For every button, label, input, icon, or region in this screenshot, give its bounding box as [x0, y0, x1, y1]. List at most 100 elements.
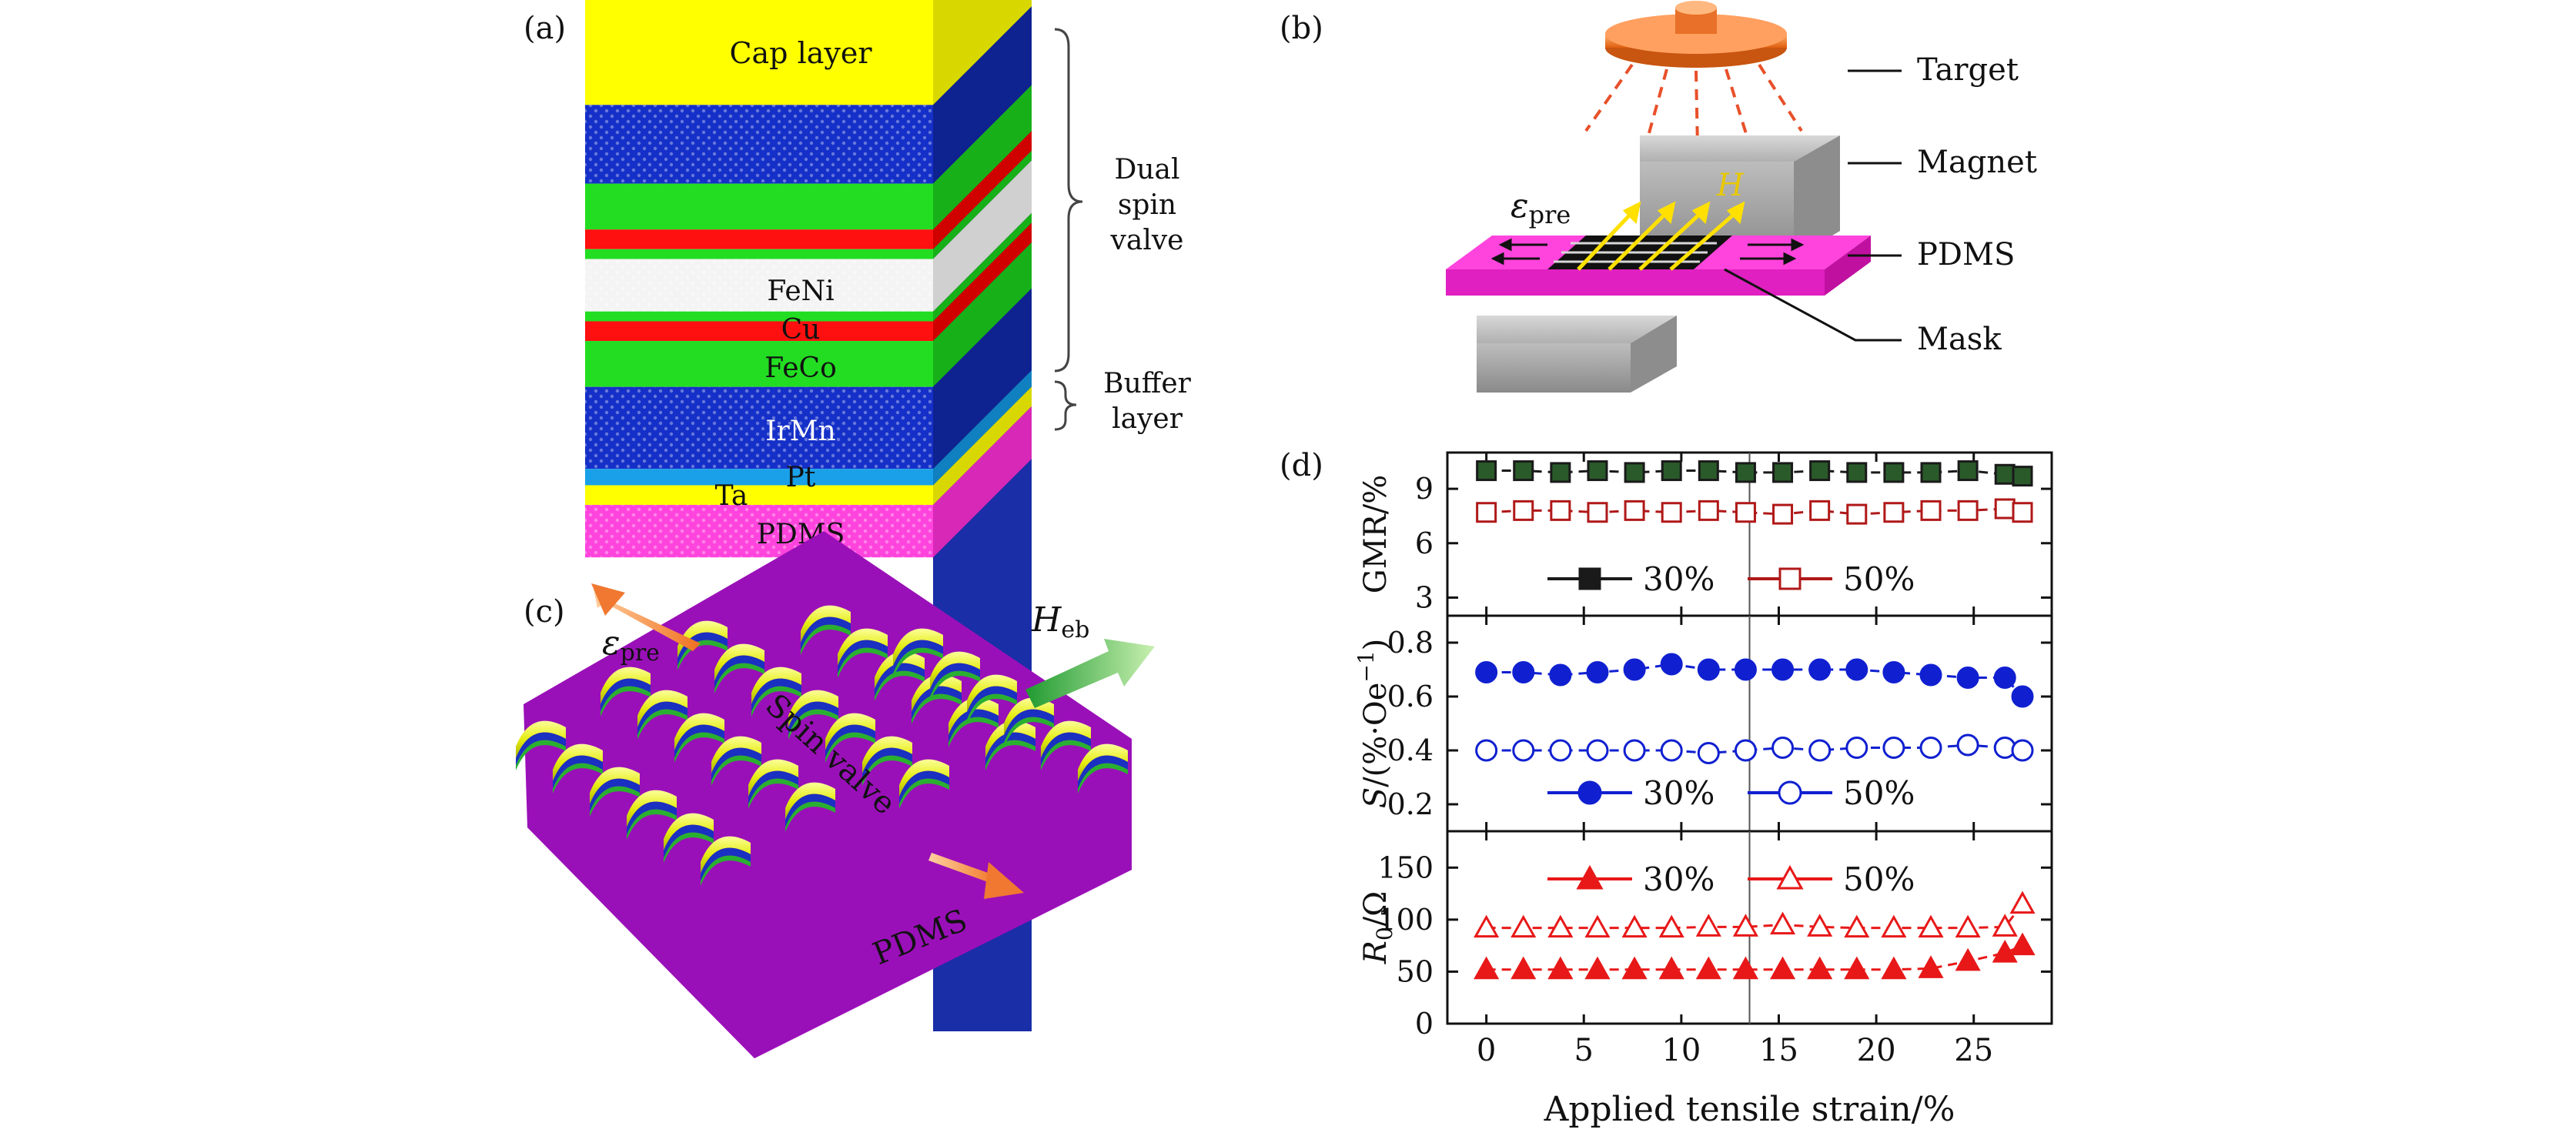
- pdms-label-b: PDMS: [1917, 237, 2015, 272]
- series-line-s-0: [1486, 663, 2024, 698]
- point-s-0: [1734, 658, 1757, 681]
- x-axis-title: Applied tensile strain/%: [1544, 1090, 1955, 1129]
- series-line-s-1: [1486, 743, 2023, 755]
- wave-blue-layer: [637, 701, 687, 735]
- x-tick-label: 20: [1857, 1033, 1896, 1068]
- point-gmr-1: [1624, 500, 1645, 521]
- point-r0-1: [1658, 914, 1684, 938]
- y-label-sub: 0: [1372, 927, 1397, 941]
- wave-blue-layer: [674, 724, 724, 758]
- y-label-symbol: R: [1358, 941, 1393, 964]
- y-tick-label: 150: [1377, 850, 1434, 884]
- wave-blue-layer: [862, 747, 912, 781]
- layer-cap: [585, 0, 933, 105]
- legend-label-s-1: 50%: [1843, 774, 1915, 812]
- point-r0-1: [1621, 914, 1648, 938]
- point-gmr-1: [1883, 502, 1905, 523]
- point-s-1: [1586, 739, 1609, 762]
- point-s-1: [1623, 739, 1646, 762]
- feco-label: FeCo: [764, 352, 837, 384]
- layer-pt: [585, 469, 933, 486]
- layer-side-green: [933, 85, 1032, 230]
- wave-green-layer: [875, 670, 925, 701]
- strain-arrow-upper: [591, 583, 701, 651]
- y-label-symbol: S: [1358, 787, 1393, 808]
- series-line-gmr-0: [1486, 469, 2023, 478]
- wave-green-layer: [1078, 763, 1128, 794]
- series-line-gmr-1: [1486, 507, 2023, 516]
- point-s-1: [1956, 733, 1979, 757]
- series-line-r0-0: [1486, 944, 2023, 971]
- wave-green-layer: [912, 693, 962, 724]
- panel-c: (c) εpre Heb Spin valve PDMS: [516, 531, 1155, 1058]
- exchange-bias-arrow: [1025, 639, 1155, 708]
- cu-label: Cu: [781, 314, 821, 346]
- wave-ridge: [1004, 697, 1054, 735]
- point-s-1: [2011, 739, 2034, 762]
- wave-blue-layer: [664, 824, 714, 858]
- wave-ridge: [590, 767, 640, 804]
- wave-blue-layer: [516, 732, 566, 766]
- y-tick-label: 100: [1377, 903, 1434, 937]
- wave-ridge: [785, 782, 835, 820]
- wave-blue-layer: [751, 678, 801, 712]
- wave-ridge: [674, 713, 724, 750]
- point-gmr-0: [1698, 460, 1719, 482]
- x-tick-label: 10: [1661, 1033, 1701, 1068]
- buffer-layer-bracket: [1054, 380, 1077, 431]
- point-r0-1: [1769, 911, 1796, 935]
- wave-green-layer: [637, 709, 687, 740]
- point-s-1: [1549, 739, 1572, 762]
- wave-green-layer: [674, 732, 724, 763]
- field-h-label: H: [1716, 168, 1745, 203]
- legend-label-r0-0: 30%: [1643, 860, 1715, 898]
- layer-side-pdms: [933, 406, 1032, 558]
- wave-ridge: [1041, 720, 1091, 758]
- wave-green-layer: [801, 624, 851, 655]
- point-r0-0: [1769, 956, 1796, 980]
- point-r0-1: [1844, 914, 1870, 938]
- point-gmr-1: [1550, 500, 1571, 521]
- point-r0-1: [1881, 914, 1907, 938]
- y-label-unit: /Ω: [1358, 891, 1393, 927]
- wave-green-layer: [748, 778, 798, 809]
- wave-ridge: [912, 674, 962, 712]
- field-arrows: [1577, 201, 1745, 271]
- legend-label-r0-1: 50%: [1843, 860, 1915, 898]
- point-gmr-0: [1994, 463, 2016, 485]
- wave-blue-layer: [1041, 732, 1091, 766]
- wave-green-layer: [788, 709, 838, 740]
- point-r0-0: [1695, 956, 1721, 980]
- point-r0-0: [1844, 956, 1870, 980]
- layer-green: [585, 311, 933, 322]
- legend-marker-s-0: [1577, 780, 1602, 805]
- point-s-0: [1512, 661, 1535, 683]
- y-tick-label: 6: [1415, 526, 1434, 560]
- point-s-1: [1845, 737, 1868, 759]
- point-r0-0: [1955, 947, 1981, 971]
- pt-label: Pt: [786, 462, 816, 493]
- x-tick-label: 15: [1759, 1033, 1798, 1068]
- wave-ridge: [714, 643, 764, 681]
- point-r0-1: [1918, 914, 1944, 938]
- chart: 369GMR/%30%50%0.20.40.60.8S/(%·Oe−1)30%5…: [1353, 451, 2053, 1129]
- point-s-0: [1697, 658, 1720, 681]
- wave-blue-layer: [553, 755, 603, 789]
- point-s-0: [1771, 658, 1795, 681]
- spin-label: spin: [1118, 189, 1176, 221]
- wave-ridge: [862, 736, 912, 773]
- irmn-label: IrMn: [765, 416, 835, 447]
- point-s-0: [1623, 658, 1646, 681]
- point-s-0: [1993, 667, 2016, 689]
- point-gmr-1: [1846, 503, 1868, 525]
- point-gmr-0: [1883, 462, 1905, 483]
- layer-side-feni: [933, 160, 1032, 312]
- point-gmr-1: [1957, 500, 1979, 521]
- wave-ridge: [601, 667, 651, 704]
- point-s-1: [1808, 739, 1832, 762]
- layer-texture: [585, 259, 933, 312]
- layer-side-red: [933, 131, 1032, 249]
- panel-b: (b): [1280, 1, 2037, 393]
- ta-label: Ta: [715, 480, 748, 512]
- wave-green-layer: [985, 740, 1035, 770]
